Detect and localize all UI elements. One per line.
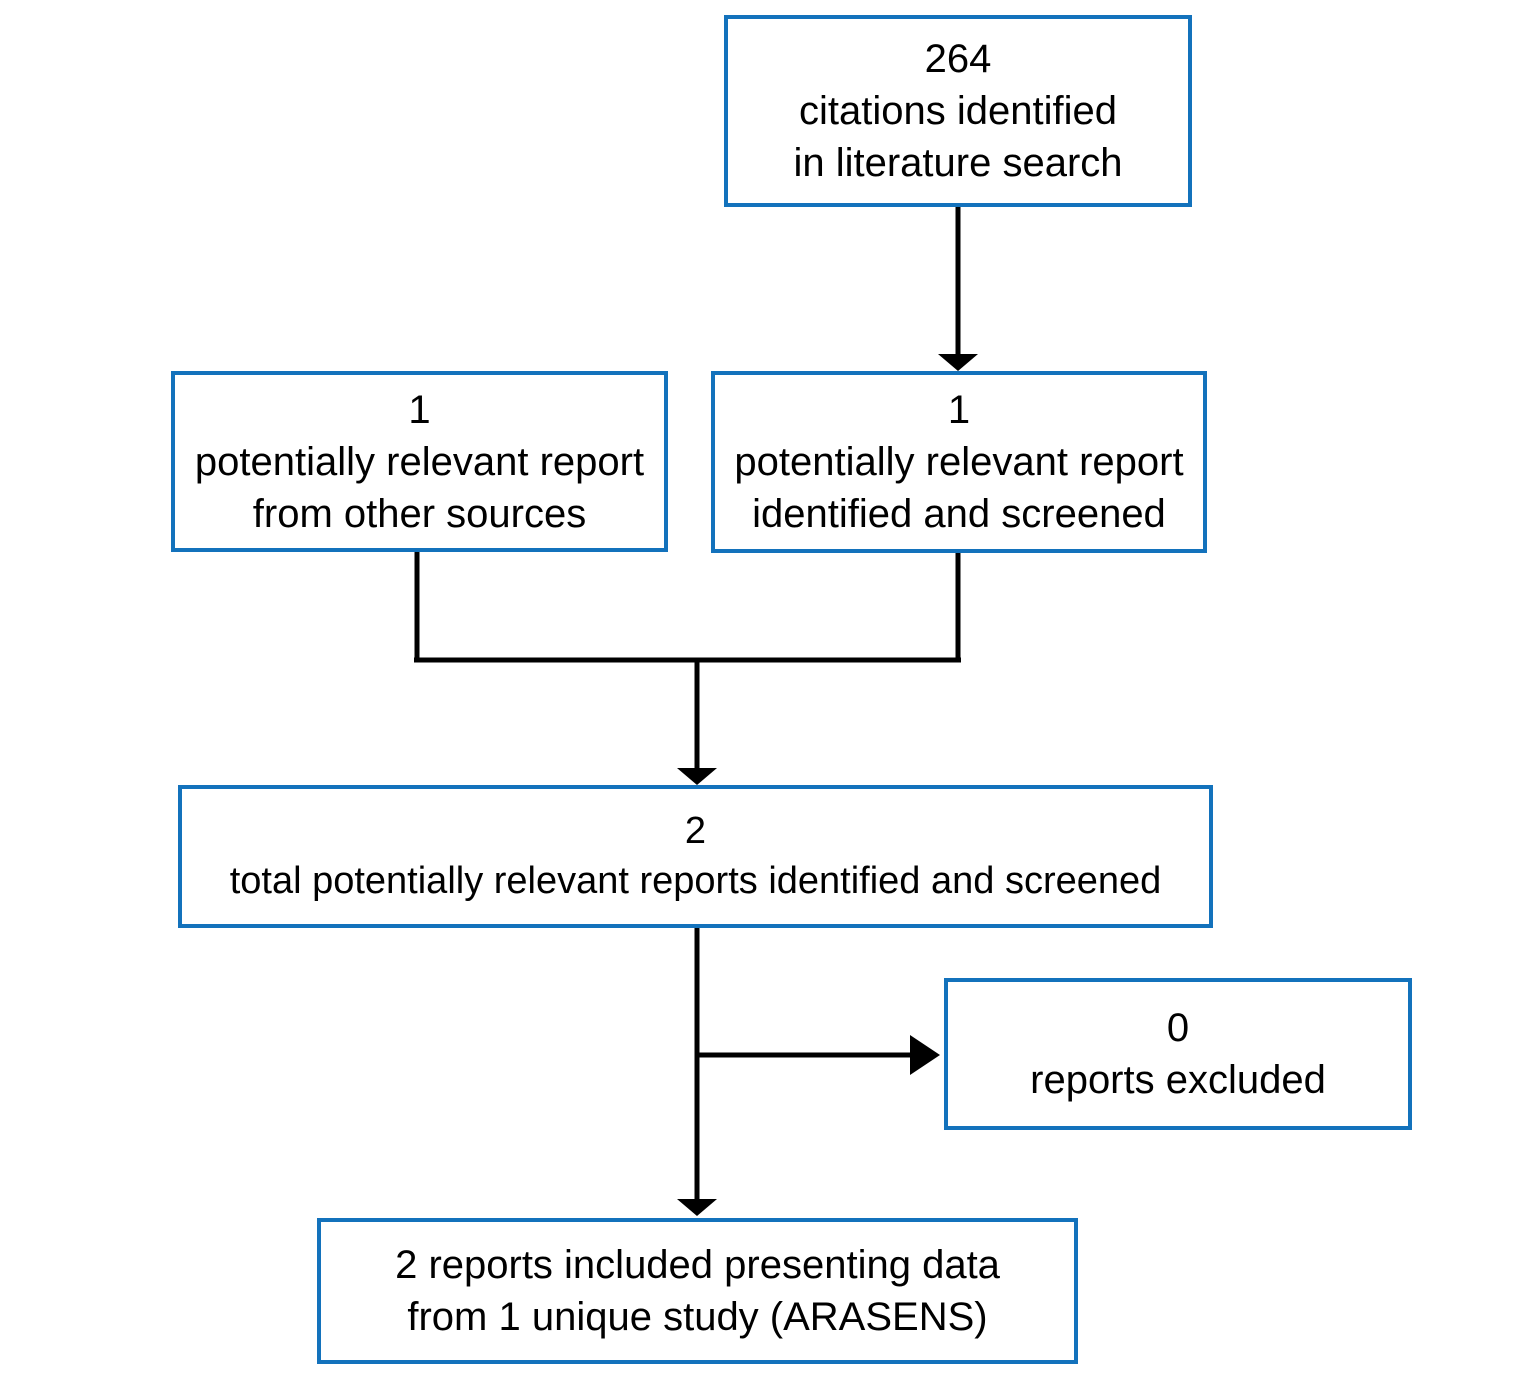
box-other-sources-line-1: 1 — [408, 387, 431, 432]
box-other-sources-line-2: potentially relevant report — [194, 439, 645, 484]
box-citations-identified-line-1: 264 — [924, 37, 992, 81]
box-potentially-relevant-screened: 1 potentially relevant report identified… — [711, 371, 1207, 553]
box-included-line-2: from 1 unique study (ARASENS) — [407, 1295, 988, 1339]
arrow-identified-to-screened — [938, 207, 978, 371]
box-total-line-1: 2 — [684, 810, 707, 853]
arrow-total-to-excluded — [697, 1035, 940, 1075]
box-excluded-line-1: 0 — [1166, 1006, 1190, 1050]
box-screened-line-3: identified and screened — [752, 492, 1166, 536]
box-screened-line-1: 1 — [947, 388, 971, 432]
box-reports-excluded: 0 reports excluded — [944, 978, 1412, 1130]
box-reports-included: 2 reports included presenting data from … — [317, 1218, 1078, 1364]
box-other-sources-line-3: from other sources — [252, 491, 587, 536]
box-excluded-line-2: reports excluded — [1030, 1058, 1326, 1102]
box-citations-identified-line-2: citations identified — [799, 89, 1117, 133]
box-potentially-relevant-other-sources: 1 potentially relevant report from other… — [171, 371, 668, 552]
box-included-line-1: 2 reports included presenting data — [395, 1243, 1000, 1287]
arrow-total-to-included — [677, 928, 717, 1216]
box-citations-identified: 264 citations identified in literature s… — [724, 15, 1192, 207]
box-citations-identified-line-3: in literature search — [793, 141, 1123, 185]
box-screened-line-2: potentially relevant report — [734, 440, 1184, 484]
merge-other-sources-and-screened-to-total — [414, 552, 961, 785]
box-total-potentially-relevant: 2 total potentially relevant reports ide… — [178, 785, 1213, 928]
box-total-line-2: total potentially relevant reports ident… — [229, 859, 1162, 902]
